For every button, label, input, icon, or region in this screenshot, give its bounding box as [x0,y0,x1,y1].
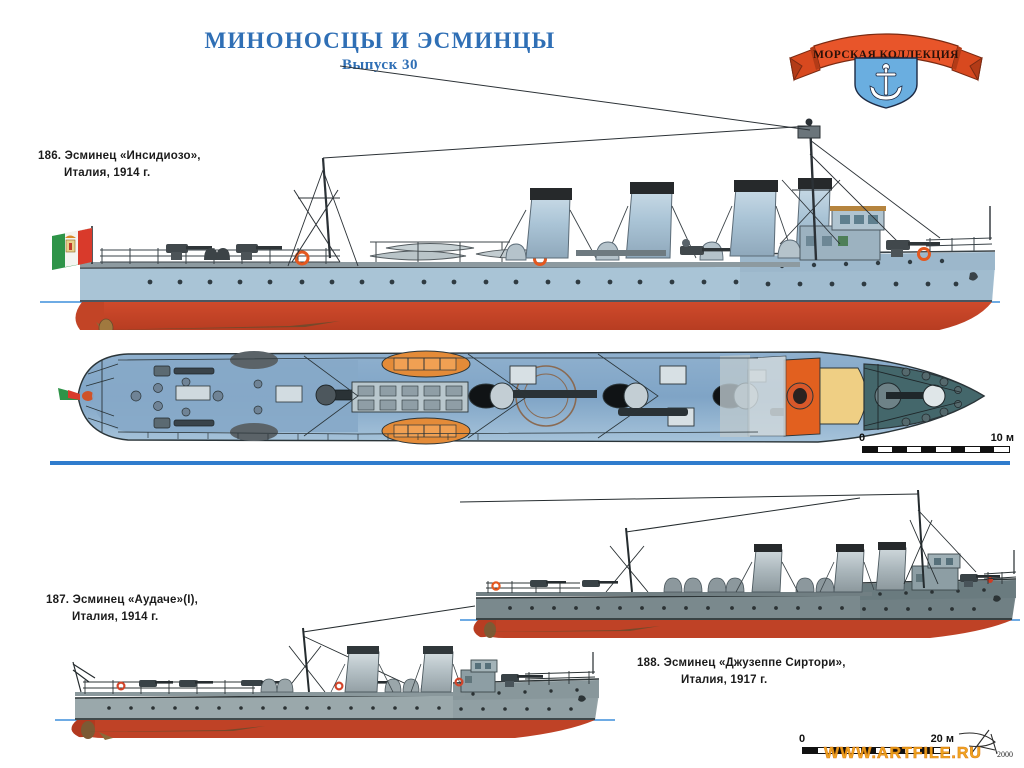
aft-mast [287,157,359,267]
bridge-deck-plan [783,357,867,437]
scale-20m-zero: 0 [799,733,806,745]
ship-186-profile-artwork [40,65,1000,330]
anchor-icon [993,595,1001,602]
caption-ship-188: 188. Эсминец «Джузеппе Сиртори», Италия,… [637,655,846,690]
funnel [525,178,832,259]
bridge-structure [460,659,498,693]
scale-10m-rule [862,446,1010,453]
scale-bar-10m: 0 10 м [859,432,1014,453]
section-divider [50,461,1010,465]
caption-186-line1: 186. Эсминец «Инсидиозо», [38,150,201,162]
life-ring [454,677,464,687]
porthole-row [147,258,959,287]
morskaya-kollektsiya-logo: МОРСКАЯ КОЛЛЕКЦИЯ [786,10,986,110]
scale-20m-max: 20 м [930,733,954,745]
ship-186-profile-view [40,30,1000,330]
caption-188-line2: Италия, 1917 г. [681,674,768,687]
title-main: МИНОНОСЦЫ И ЭСМИНЦЫ [204,28,556,53]
page-title: МИНОНОСЦЫ И ЭСМИНЦЫ Выпуск 30 [0,28,760,74]
caption-187-line2: Италия, 1914 г. [72,611,159,624]
logo-ribbon-text: МОРСКАЯ КОЛЛЕКЦИЯ [813,49,959,61]
scale-20m-rule [802,747,950,754]
scale-10m-max: 10 м [990,432,1014,444]
skylight-grid [351,381,469,413]
gun-mount [166,244,282,260]
ship-187-profile-artwork [55,605,615,740]
artist-signature: 2000 [955,728,1015,760]
anchor-icon [969,272,978,281]
ship-188-profile-view [460,480,1020,645]
hull-underwater [82,302,992,330]
logo-artwork: МОРСКАЯ КОЛЛЕКЦИЯ [789,33,983,109]
funnel [344,646,454,693]
ship-186-plan-view [58,338,1008,456]
caption-186-line2: Италия, 1914 г. [64,167,151,180]
bridge-structure [911,553,961,591]
caption-ship-187: 187. Эсминец «Аудаче»(I), Италия, 1914 г… [46,592,198,627]
ship-187-profile-view [55,600,615,760]
anchor-icon [869,63,903,101]
ship-186-plan-artwork [58,350,986,445]
ventilator-cowl [663,577,835,593]
midships-gun [680,239,730,255]
life-ring [116,681,344,691]
italian-flag [52,226,93,270]
anchor-icon [578,695,586,702]
forward-gun [501,674,543,687]
artist-signature-mark: 2000 [958,729,1013,759]
scale-10m-zero: 0 [859,432,866,444]
caption-187-line1: 187. Эсминец «Аудаче»(I), [46,594,199,606]
forecastle-railing [925,237,993,252]
caption-ship-186: 186. Эсминец «Инсидиозо», Италия, 1914 г… [38,148,201,183]
foremast [322,65,941,261]
ship-188-profile-artwork [460,489,1020,638]
scale-bar-20m: 0 20 м [799,733,954,754]
foremast [460,489,977,589]
forecastle-railing [524,671,596,685]
aft-mast [605,497,861,593]
funnel [751,542,907,593]
life-ring [491,581,501,591]
signature-year: 2000 [997,750,1013,759]
caption-188-line1: 188. Эсминец «Джузеппе Сиртори», [637,657,846,669]
forward-gun [886,240,940,257]
site-watermark: WWW.ARTFILE.RU [824,745,982,763]
